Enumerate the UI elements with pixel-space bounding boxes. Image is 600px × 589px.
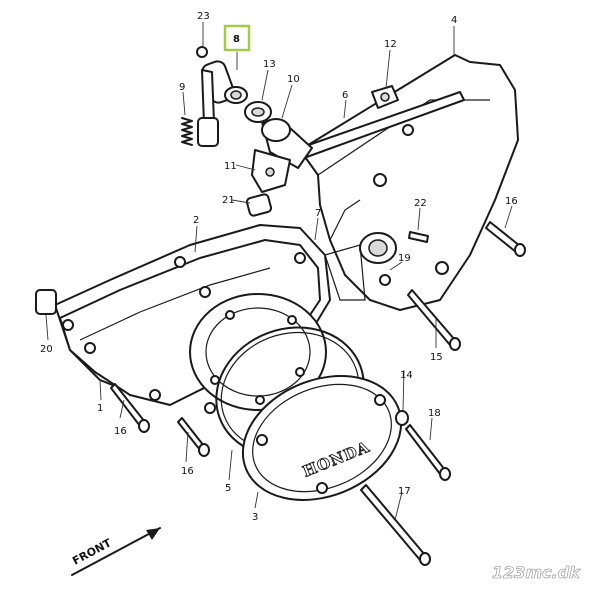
callout-10: 10 [287,74,300,85]
part-16-bolt-right[interactable] [485,221,526,257]
part-19-bolt[interactable] [405,424,451,481]
part-14-washer[interactable] [395,410,409,426]
part-lever-arm[interactable] [197,69,219,147]
part-16-bolt-left[interactable] [177,417,210,457]
callout-23: 23 [197,11,210,22]
front-label: FRONT [70,536,114,567]
part-23-ball[interactable] [196,46,208,58]
part-3-dynamo-cover[interactable]: HONDA [224,354,420,523]
part-22-screw[interactable] [408,231,429,243]
part-21-dowel-lower[interactable] [35,289,57,315]
part-13-collar[interactable] [244,101,272,123]
callout-13: 13 [263,59,276,70]
callout-19: 18 [428,408,441,419]
callout-6: 6 [342,90,348,101]
callout-21-upper: 21 [222,195,235,206]
callout-12: 12 [384,39,397,50]
callout-16-left: 16 [181,466,194,477]
callout-15: 15 [430,352,443,363]
front-indicator: FRONT [70,527,161,576]
part-11-pawl[interactable] [251,149,291,193]
callout-4: 4 [451,15,457,26]
part-17-bolt[interactable] [110,383,150,433]
callout-21-lower: 20 [40,344,53,355]
callout-3: 3 [252,512,258,523]
part-21-dowel-upper[interactable] [245,193,273,217]
callout-18: 17 [398,486,411,497]
callout-8: 8 [233,34,240,45]
callout-5: 5 [225,483,231,494]
callout-9: 9 [179,82,185,93]
part-9-spring[interactable] [181,117,193,146]
callout-1: 1 [97,403,103,414]
part-4-rear-cover[interactable] [299,54,519,311]
part-10-spindle[interactable] [261,118,313,169]
callout-labels: 23 4 12 13 10 9 6 11 21 22 16 2 7 19 20 … [40,11,518,523]
callout-14: 14 [400,370,413,381]
callout-11: 11 [224,161,237,172]
part-12-clip[interactable] [371,85,399,109]
leader-lines [45,22,513,521]
part-18-bolt[interactable] [360,484,431,566]
part-15-bolt[interactable] [407,289,461,351]
callout-20: 19 [398,253,411,264]
watermark: 123mc.dk [492,563,581,582]
callout-17: 16 [114,426,127,437]
callout-22: 22 [414,198,427,209]
callout-8-highlight[interactable]: 8 [223,24,251,52]
callout-2: 2 [193,215,199,226]
callout-7: 7 [315,208,321,219]
callout-16-right: 16 [505,196,518,207]
